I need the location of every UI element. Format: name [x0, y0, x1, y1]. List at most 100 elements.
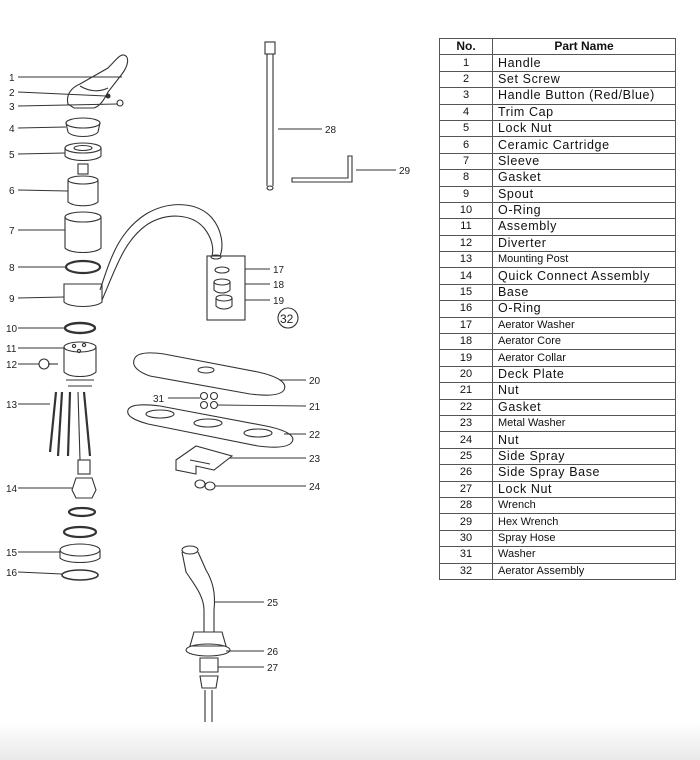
column-header-part-name: Part Name [492, 37, 676, 56]
part-number-cell: 6 [439, 136, 493, 154]
part-lock-nut-drawing [64, 142, 102, 162]
part-name-cell: Metal Washer [492, 414, 676, 433]
part-spray-lock-nut-drawing [199, 657, 219, 689]
part-hex-wrench-drawing [291, 155, 353, 183]
callout-7: 7 [9, 226, 15, 237]
part-metal-washer-drawing [175, 445, 234, 475]
part-name-cell: Nut [492, 431, 676, 449]
part-name-cell: Nut [492, 382, 676, 400]
callout-2: 2 [9, 88, 15, 99]
callout-9: 9 [9, 294, 15, 305]
part-name-cell: Ceramic Cartridge [492, 136, 676, 154]
part-name-cell: Deck Plate [492, 365, 676, 384]
part-handle-drawing [66, 54, 129, 109]
leader-lines [17, 76, 396, 755]
part-number-cell: 17 [439, 316, 493, 335]
part-wrench-drawing [264, 41, 276, 191]
part-name-cell: Trim Cap [492, 103, 676, 121]
part-name-cell: Lock Nut [492, 119, 676, 138]
part-name-cell: Assembly [492, 218, 676, 236]
part-name-cell: Mounting Post [492, 251, 676, 269]
callout-13: 13 [6, 400, 18, 411]
callout-5: 5 [9, 150, 15, 161]
part-name-cell: Gasket [492, 398, 676, 416]
part-number-cell: 9 [439, 185, 493, 203]
part-number-cell: 15 [439, 283, 493, 302]
part-number-cell: 21 [439, 382, 493, 400]
part-o-ring-drawing [63, 321, 97, 335]
part-name-cell: Spray Hose [492, 529, 676, 548]
part-quick-connect-drawing [71, 459, 97, 499]
callout-29: 29 [399, 166, 411, 177]
part-name-cell: Wrench [492, 496, 676, 515]
part-handle-button-drawing [116, 99, 124, 107]
callout-20: 20 [309, 376, 321, 387]
part-number-cell: 29 [439, 513, 493, 531]
part-number-cell: 3 [439, 87, 493, 105]
callout-24: 24 [309, 482, 321, 493]
part-ceramic-cartridge-drawing [67, 163, 99, 207]
bottom-edge-shadow [0, 722, 700, 760]
part-name-cell: Aerator Assembly [492, 562, 676, 580]
part-name-cell: Hex Wrench [492, 513, 676, 531]
part-name-cell: Sleeve [492, 152, 676, 171]
callout-25: 25 [267, 598, 279, 609]
callout-31: 31 [153, 394, 165, 405]
part-number-cell: 22 [439, 398, 493, 416]
part-number-cell: 28 [439, 496, 493, 515]
part-gasket-plate-drawing [127, 404, 294, 448]
part-number-cell: 23 [439, 414, 493, 433]
part-number-cell: 25 [439, 447, 493, 466]
callout-4: 4 [9, 124, 15, 135]
part-gasket-drawing [64, 259, 102, 275]
part-mounting-post-drawing [48, 391, 92, 461]
part-name-cell: Diverter [492, 234, 676, 253]
part-name-cell: Aerator Core [492, 333, 676, 351]
part-number-cell: 16 [439, 300, 493, 318]
part-number-cell: 18 [439, 333, 493, 351]
callout-18: 18 [273, 280, 285, 291]
part-diverter-drawing [38, 358, 58, 370]
callout-17: 17 [273, 265, 285, 276]
callout-6: 6 [9, 186, 15, 197]
part-name-cell: Set Screw [492, 70, 676, 89]
part-number-cell: 20 [439, 365, 493, 384]
part-name-cell: Side Spray [492, 447, 676, 466]
callout-3: 3 [9, 102, 15, 113]
part-name-cell: Washer [492, 546, 676, 564]
part-number-cell: 24 [439, 431, 493, 449]
part-name-cell: O-Ring [492, 300, 676, 318]
part-name-cell: Side Spray Base [492, 464, 676, 482]
callout-32: 32 [280, 312, 294, 326]
callout-27: 27 [267, 663, 279, 674]
callout-8: 8 [9, 263, 15, 274]
callout-21: 21 [309, 402, 321, 413]
part-name-cell: Quick Connect Assembly [492, 267, 676, 285]
column-header-no: No. [439, 37, 493, 56]
part-number-cell: 11 [439, 218, 493, 236]
callout-12: 12 [6, 360, 18, 371]
part-number-cell: 31 [439, 546, 493, 564]
part-number-cell: 2 [439, 70, 493, 89]
